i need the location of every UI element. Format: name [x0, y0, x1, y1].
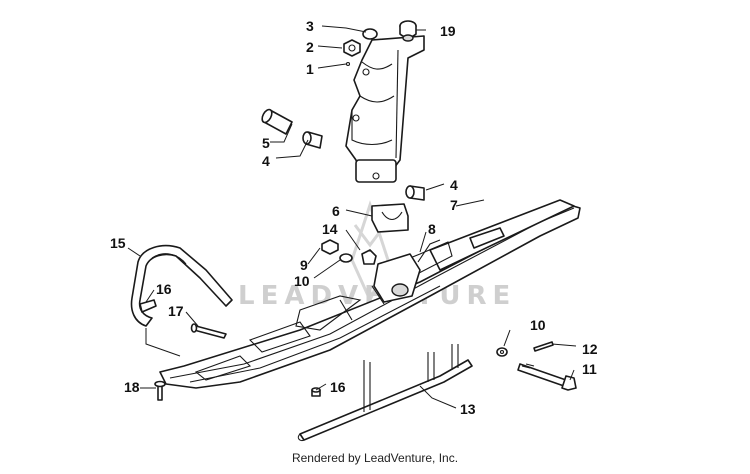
callout-2: 2 — [306, 39, 314, 55]
pin-part — [261, 108, 323, 149]
callout-18: 18 — [124, 379, 140, 395]
callout-10-right: 10 — [530, 317, 546, 333]
footer-credit: Rendered by LeadVenture, Inc. — [291, 451, 459, 465]
callout-13: 13 — [460, 401, 476, 417]
cap-part — [399, 20, 417, 42]
callout-16-top: 16 — [156, 281, 172, 297]
callout-8: 8 — [428, 221, 436, 237]
bushing-part — [405, 185, 425, 201]
spindle-bracket-part — [373, 239, 441, 303]
callout-15: 15 — [110, 235, 126, 251]
ski-part — [159, 199, 581, 389]
callout-10-left: 10 — [294, 273, 310, 289]
callout-7: 7 — [450, 197, 458, 213]
callout-4-left: 4 — [262, 153, 270, 169]
ski-loop-part — [130, 244, 233, 327]
callout-3: 3 — [306, 18, 314, 34]
callout-6: 6 — [332, 203, 340, 219]
wear-block-part — [371, 203, 409, 233]
callout-16-bottom: 16 — [330, 379, 346, 395]
callout-19: 19 — [440, 23, 456, 39]
callout-labels: 3 2 1 19 5 4 4 6 7 8 14 9 10 10 12 11 13… — [110, 18, 598, 417]
fastener-part — [139, 299, 321, 401]
leader-lines — [127, 25, 577, 409]
callout-5: 5 — [262, 135, 270, 151]
callout-4-right: 4 — [450, 177, 458, 193]
spindle-part — [345, 35, 425, 183]
bolt-part — [517, 341, 577, 391]
callout-12: 12 — [582, 341, 598, 357]
callout-9: 9 — [300, 257, 308, 273]
callout-1: 1 — [306, 61, 314, 77]
callout-11: 11 — [582, 361, 597, 377]
callout-14: 14 — [322, 221, 338, 237]
carbide-runner-part — [297, 344, 473, 442]
washer-part — [321, 239, 508, 357]
callout-17: 17 — [168, 303, 184, 319]
nut-part — [343, 28, 378, 67]
